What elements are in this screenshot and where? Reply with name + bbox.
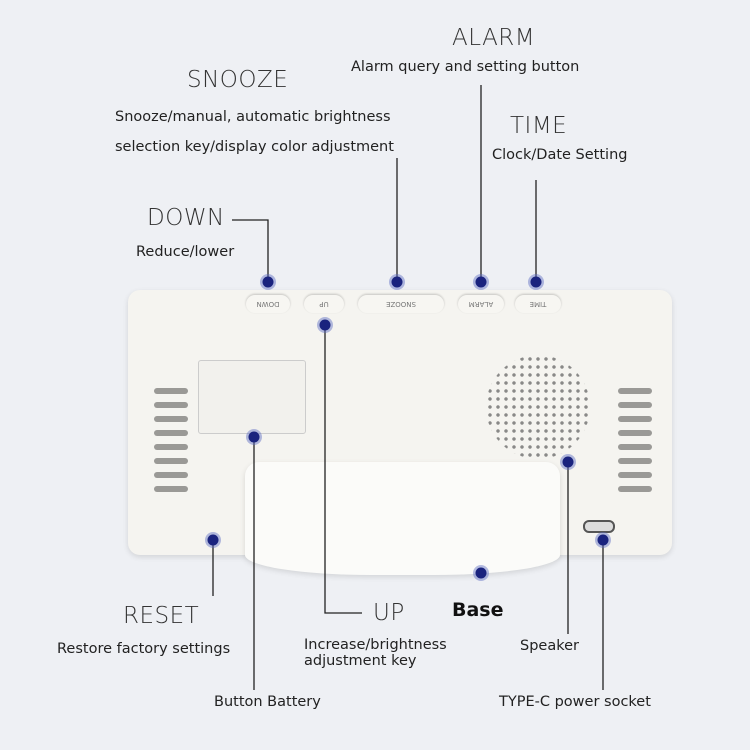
down-title: DOWN: [147, 205, 225, 231]
base-title: Base: [452, 599, 504, 621]
alarm-title: ALARM: [452, 25, 536, 51]
time-marker: [530, 276, 542, 288]
typec-title: TYPE-C power socket: [499, 694, 651, 710]
typec-marker: [597, 534, 609, 546]
snooze-desc-2: selection key/display color adjustment: [115, 139, 394, 155]
snooze-title: SNOOZE: [187, 67, 289, 93]
vent-slot: [154, 416, 188, 422]
alarm-desc: Alarm query and setting button: [351, 59, 580, 75]
vent-slot: [618, 458, 652, 464]
up-desc-1: Increase/brightness: [304, 637, 447, 653]
vent-slot: [618, 388, 652, 394]
vent-slot: [154, 402, 188, 408]
type-c-port: [583, 520, 615, 533]
reset-desc: Restore factory settings: [57, 641, 231, 657]
vent-slot: [618, 430, 652, 436]
up-marker: [319, 319, 331, 331]
battery-title: Button Battery: [214, 694, 321, 710]
snooze-marker: [391, 276, 403, 288]
up-desc-2: adjustment key: [304, 653, 417, 669]
vent-slot: [618, 486, 652, 492]
vent-slot: [154, 458, 188, 464]
vent-slot: [154, 388, 188, 394]
time-title: TIME: [510, 113, 568, 139]
vent-slot: [618, 472, 652, 478]
down-marker: [262, 276, 274, 288]
vent-slot: [618, 416, 652, 422]
time-desc: Clock/Date Setting: [492, 147, 628, 163]
speaker-grille: [486, 355, 590, 459]
snooze-desc-1: Snooze/manual, automatic brightness: [115, 109, 391, 125]
vent-slot: [618, 444, 652, 450]
vent-slot: [154, 430, 188, 436]
speaker-title: Speaker: [520, 638, 579, 654]
vent-slot: [618, 402, 652, 408]
vent-slot: [154, 486, 188, 492]
base-marker: [475, 567, 487, 579]
reset-marker: [207, 534, 219, 546]
stand-base: [245, 462, 560, 575]
up-title: UP: [373, 600, 405, 626]
vent-slot: [154, 444, 188, 450]
down-desc: Reduce/lower: [136, 244, 235, 260]
alarm-marker: [475, 276, 487, 288]
vent-slot: [154, 472, 188, 478]
speaker-marker: [562, 456, 574, 468]
reset-title: RESET: [123, 603, 200, 629]
battery-cover: [198, 360, 306, 434]
battery-marker: [248, 431, 260, 443]
